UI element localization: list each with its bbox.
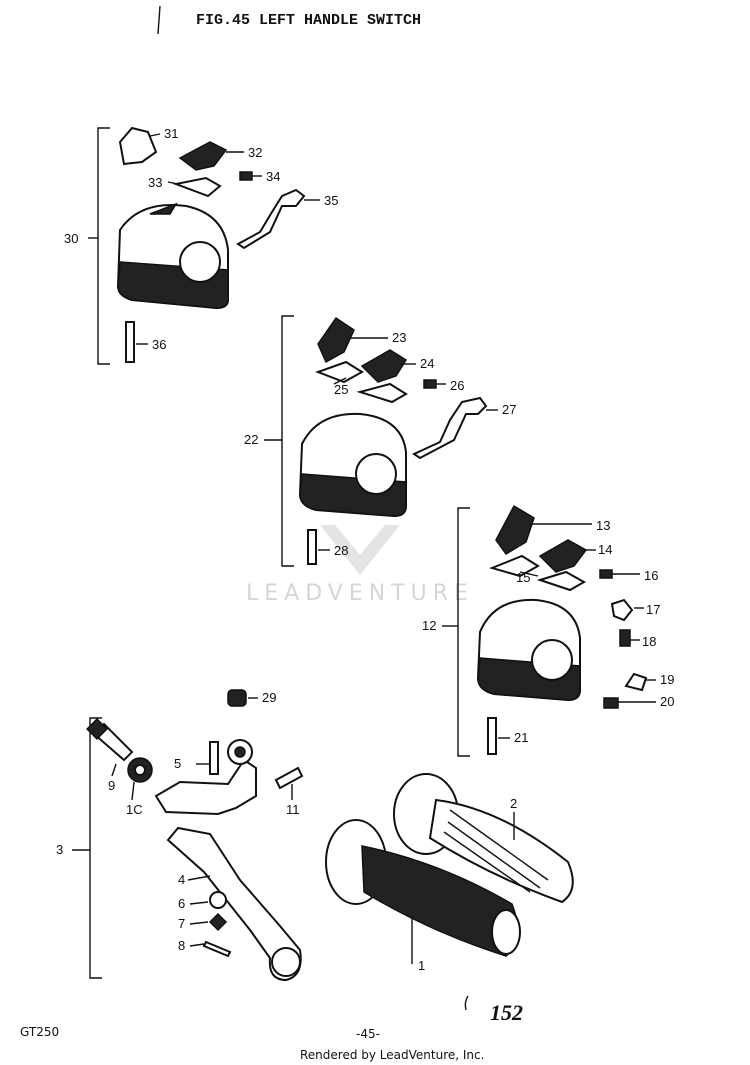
lever-bracket [154,758,257,816]
callout-18: 18 [642,634,656,649]
callout-6: 6 [178,896,185,911]
callout-1: 1 [418,958,425,973]
part-29-grommet [227,689,247,707]
callout-21: 21 [514,730,528,745]
callout-33: 33 [148,175,162,190]
grip-1 [325,819,521,964]
part-15-plate [488,554,540,578]
part-14-knob [538,539,588,573]
callout-23: 23 [392,330,406,345]
callout-13: 13 [596,518,610,533]
part-23-knob [317,316,355,364]
grip-2 [393,773,574,904]
callout-32: 32 [248,145,262,160]
lever-assembly-3 [72,717,304,982]
part-19-contact [624,672,648,692]
callout-35: 35 [324,193,338,208]
page-number: -45- [356,1027,380,1041]
callout-22: 22 [244,432,258,447]
part-27-lever [411,396,488,460]
callout-29: 29 [262,690,276,705]
part-31-cover [118,126,158,166]
part-6-washer [209,891,227,909]
switch-assembly-22 [264,315,498,567]
callout-25: 25 [334,382,348,397]
scan-mark [157,5,161,35]
part-34-screw [239,171,253,181]
callout-7: 7 [178,916,185,931]
callout-34: 34 [266,169,280,184]
callout-11: 11 [286,802,300,817]
scan-mark-2 [464,995,469,1011]
callout-4: 4 [178,872,185,887]
callout-19: 19 [660,672,674,687]
callout-27: 27 [502,402,516,417]
callout-26: 26 [450,378,464,393]
part-16-screw [599,569,613,579]
callout-9: 9 [108,778,115,793]
part-21-bolt [487,717,497,755]
callout-30: 30 [64,231,78,246]
part-20-spring [603,697,619,709]
callout-14: 14 [598,542,612,557]
part-7-nut [208,912,228,932]
part-28-bolt [307,529,317,565]
callout-8: 8 [178,938,185,953]
callout-20: 20 [660,694,674,709]
part-32-knob [178,141,228,171]
part-13-knob [495,504,535,555]
part-17-cap [610,598,634,622]
part-18-spring [619,629,631,647]
callout-10: 1C [126,802,143,817]
callout-5: 5 [174,756,181,771]
part-24-knob [360,349,408,383]
part-33-plate [172,176,222,198]
part-11-bolt [274,766,304,790]
callout-31: 31 [164,126,178,141]
callout-3: 3 [56,842,63,857]
watermark-text: LEADVENTURE [246,581,474,606]
switch-assembly-12 [442,504,656,757]
part-5-bolt [209,741,219,775]
callout-36: 36 [152,337,166,352]
callout-28: 28 [334,543,348,558]
callout-24: 24 [420,356,434,371]
callout-2: 2 [510,796,517,811]
part-26-screw [423,379,437,389]
model-code: GT250 [20,1025,59,1039]
render-credit: Rendered by LeadVenture, Inc. [300,1048,484,1062]
part-35-lever [236,188,306,250]
callout-16: 16 [644,568,658,583]
switch-assembly-30 [88,126,320,365]
part-8-pin [202,940,232,958]
part-4-lever [166,826,302,982]
part-36-bolt [125,321,135,363]
figure-title: FIG.45 LEFT HANDLE SWITCH [196,12,421,29]
page-reference: 152 [490,1000,523,1025]
part-25-plate [315,360,364,384]
callout-15: 15 [516,570,530,585]
callout-12: 12 [422,618,436,633]
watermark-logo: LEADVENTURE [246,525,474,606]
callout-17: 17 [646,602,660,617]
